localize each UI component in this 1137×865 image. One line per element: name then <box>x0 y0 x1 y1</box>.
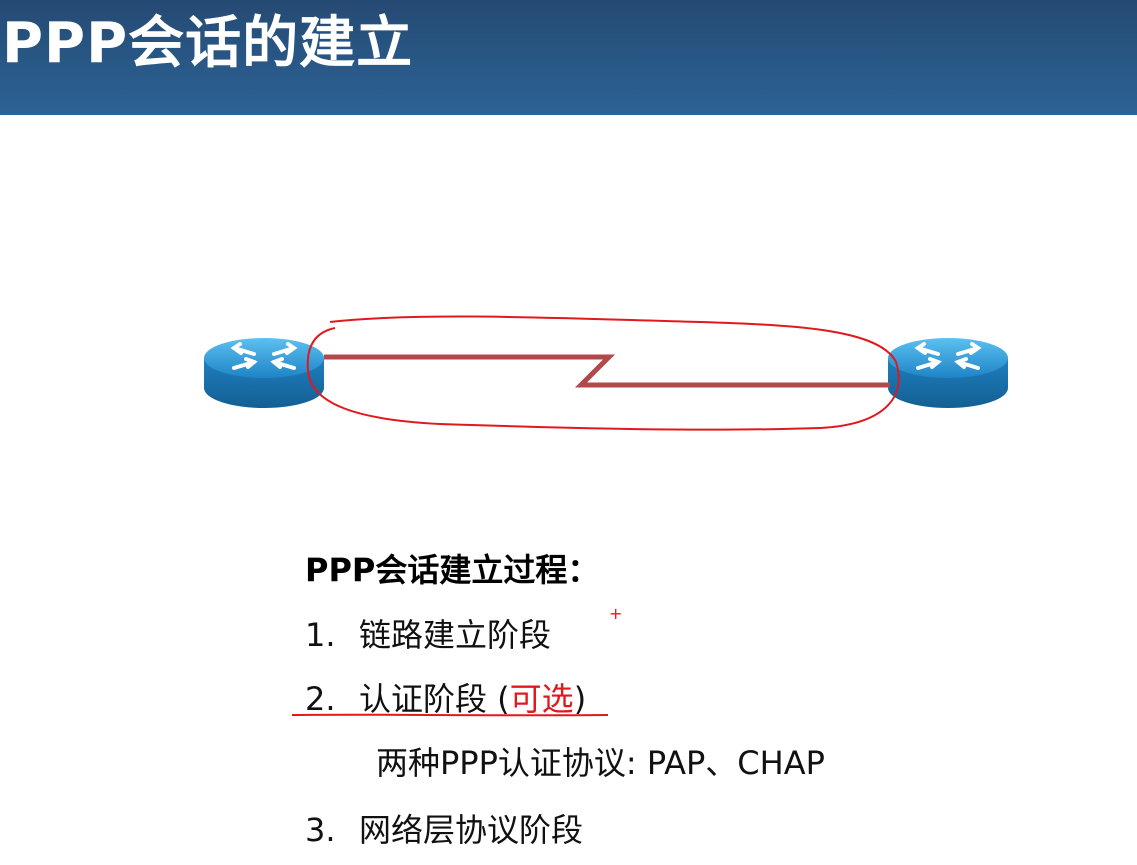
step-label-suffix: ) <box>573 680 587 718</box>
step-number: 3. <box>305 811 336 849</box>
serial-link-icon <box>324 354 890 388</box>
annotation-plus: + <box>609 604 623 623</box>
step-label: 认证阶段 ( <box>359 680 510 718</box>
step-network-layer: 3. 网络层协议阶段 <box>305 805 583 851</box>
step-label: 链路建立阶段 <box>359 616 552 654</box>
step-label: 网络层协议阶段 <box>359 811 584 849</box>
auth-protocols-note: 两种PPP认证协议: PAP、CHAP <box>376 744 825 782</box>
title-bar: PPP会话的建立 <box>0 0 1137 115</box>
right-router-icon <box>888 338 1008 408</box>
annotation-ellipse <box>306 315 900 431</box>
step-link-establishment: 1. 链路建立阶段 <box>305 610 551 656</box>
process-heading: PPP会话建立过程： <box>305 551 600 589</box>
annotation-underline <box>291 713 609 717</box>
optional-label: 可选 <box>509 680 574 718</box>
left-router-icon <box>204 338 324 408</box>
page-title: PPP会话的建立 <box>2 11 414 76</box>
step-number: 1. <box>305 616 336 654</box>
step-number: 2. <box>305 680 336 718</box>
step-authentication: 2. 认证阶段 (可选) <box>305 674 586 720</box>
